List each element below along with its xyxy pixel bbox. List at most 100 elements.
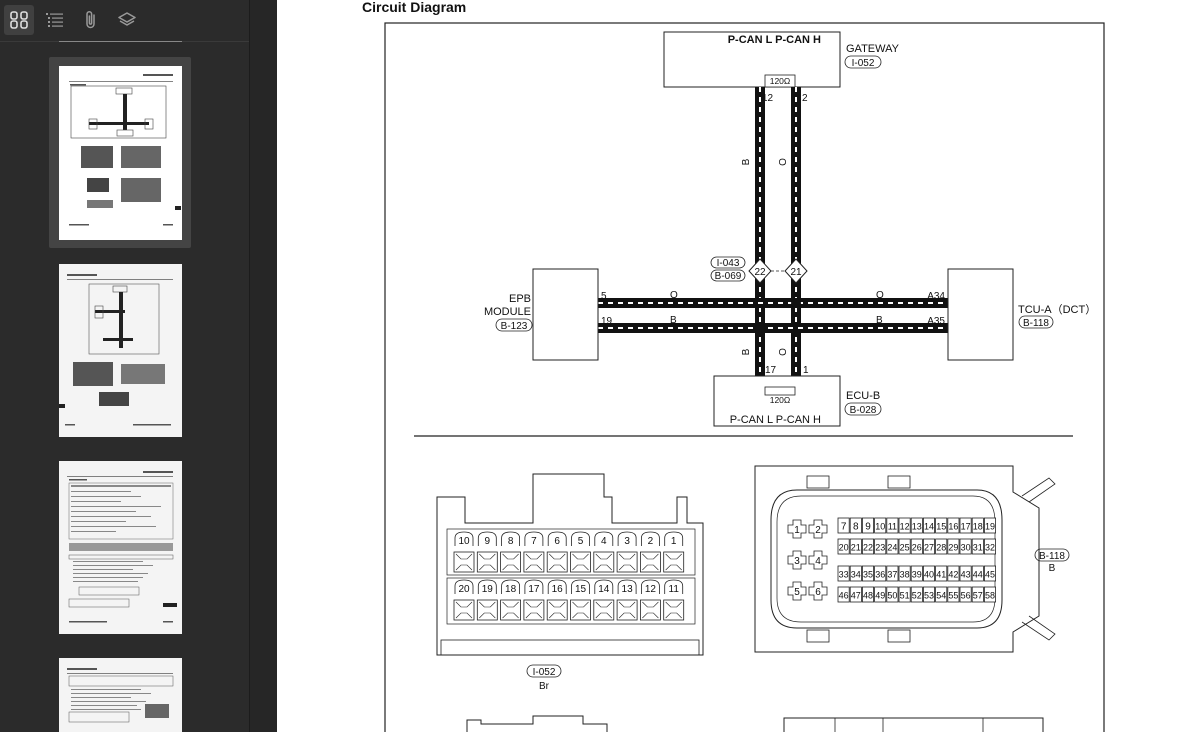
- i052-pin: 4: [593, 531, 615, 573]
- b118-power-pin: 1: [787, 519, 807, 539]
- b118-pin: 22: [862, 538, 875, 555]
- ecu-pin-left: 17: [765, 365, 777, 376]
- b118-pin: 50: [886, 586, 899, 603]
- wire-color-black-left: B: [670, 315, 677, 326]
- b118-pin-number: 41: [936, 570, 946, 580]
- layers-button[interactable]: [112, 5, 142, 35]
- b118-pin-number: 31: [973, 543, 983, 553]
- wire-color-black-top: B: [741, 158, 752, 165]
- i052-pin-number: 14: [598, 584, 610, 595]
- b118-pin: 35: [862, 565, 875, 582]
- i052-pin-number: 17: [528, 584, 540, 595]
- b118-pin-number: 55: [948, 591, 958, 601]
- b118-pin-number: 19: [985, 522, 995, 532]
- b118-pin: 44: [971, 565, 984, 582]
- page-thumbnail-4[interactable]: [59, 658, 182, 732]
- sidebar-splitter[interactable]: [249, 0, 278, 732]
- i052-pin-number: 20: [458, 584, 470, 595]
- thumbnails-icon: [10, 11, 28, 29]
- b118-pin-number: 39: [912, 570, 922, 580]
- b118-pin: 34: [849, 565, 862, 582]
- b118-pin: 52: [910, 586, 923, 603]
- b118-pin-number: 1: [794, 525, 800, 536]
- b118-pin-number: 2: [815, 525, 821, 536]
- b118-pin: 36: [874, 565, 887, 582]
- outline-button[interactable]: [40, 5, 70, 35]
- b118-power-pin: 3: [787, 550, 807, 570]
- page-thumbnail-2[interactable]: [59, 264, 182, 437]
- epb-connector: B-123: [501, 321, 528, 332]
- b118-pin: 29: [947, 538, 960, 555]
- b118-pin-number: 14: [924, 522, 934, 532]
- b118-pin-number: 53: [924, 591, 934, 601]
- b118-pin: 15: [935, 517, 948, 534]
- b118-pin-number: 27: [924, 543, 934, 553]
- i052-pin: 10: [453, 531, 475, 573]
- b118-pin-number: 12: [900, 522, 910, 532]
- i052-pin: 2: [639, 531, 661, 573]
- b118-pin-number: 49: [875, 591, 885, 601]
- page-thumbnail-3[interactable]: [59, 461, 182, 634]
- page-content: Circuit Diagram P-CAN L P-CAN H 120Ω GAT…: [362, 0, 1105, 732]
- b118-pin: 12: [898, 517, 911, 534]
- i052-pin: 15: [570, 579, 591, 621]
- i052-pin: 17: [523, 579, 545, 621]
- b118-pin-number: 47: [851, 591, 861, 601]
- outline-icon: [46, 13, 63, 27]
- b118-pin-number: 50: [887, 591, 897, 601]
- i052-pin-number: 11: [669, 584, 680, 595]
- document-viewer[interactable]: Circuit Diagram P-CAN L P-CAN H 120Ω GAT…: [277, 0, 1188, 732]
- i052-pin: 9: [476, 531, 498, 573]
- b118-pin: 51: [898, 586, 911, 603]
- b118-pin: 26: [910, 538, 923, 555]
- b118-pin-number: 56: [961, 591, 971, 601]
- b118-pin-number: 10: [875, 522, 885, 532]
- i052-pin: 16: [546, 579, 568, 621]
- b118-power-pin: 2: [808, 519, 828, 539]
- tcu-box: A34 A35 TCU-A（DCT） B-118: [927, 268, 1096, 361]
- i052-pin-number: 12: [645, 584, 657, 595]
- previous-thumbnail-edge: [59, 41, 182, 42]
- b118-pin: 13: [910, 517, 923, 534]
- b118-pin-number: 23: [875, 543, 885, 553]
- page-thumbnail-preview: [59, 658, 182, 732]
- b118-pin-number: 11: [888, 522, 897, 532]
- ecu-pin-right: 1: [803, 365, 809, 376]
- i052-pin: 13: [616, 579, 638, 621]
- b118-pin-number: 44: [973, 570, 983, 580]
- ecu-name: ECU-B: [846, 390, 880, 402]
- i052-connector-label: I-052: [533, 667, 556, 678]
- i052-pin-number: 13: [622, 584, 634, 595]
- b118-pin: 9: [862, 517, 875, 534]
- b118-pin: 16: [947, 517, 960, 534]
- b118-pin-number: 38: [900, 570, 910, 580]
- b118-pin: 57: [971, 586, 984, 603]
- epb-name-line1: EPB: [509, 293, 531, 305]
- attachments-button[interactable]: [76, 5, 106, 35]
- i052-pin-number: 7: [531, 536, 537, 547]
- b118-pin: 14: [923, 517, 936, 534]
- b118-pin: 11: [886, 517, 899, 534]
- b118-pin: 28: [935, 538, 948, 555]
- b118-pin-number: 58: [985, 591, 995, 601]
- ecu-connector: B-028: [850, 405, 877, 416]
- gateway-box: P-CAN L P-CAN H 120Ω GATEWAY I-052 12 2: [663, 31, 900, 104]
- tcu-name: TCU-A（DCT）: [1018, 303, 1096, 316]
- ecu-pins-label: P-CAN L P-CAN H: [730, 414, 821, 426]
- thumbnails-button[interactable]: [4, 5, 34, 35]
- tcu-connector: B-118: [1023, 318, 1049, 329]
- b118-pin: 40: [923, 565, 936, 582]
- i052-pin: 1: [663, 531, 685, 573]
- i052-pin-number: 3: [624, 536, 630, 547]
- b118-pin-number: 7: [841, 522, 847, 533]
- gateway-pin-left: 12: [762, 93, 774, 104]
- page-thumbnail-1[interactable]: [59, 66, 182, 240]
- b118-pin-number: 21: [851, 543, 861, 553]
- i052-pin: 12: [639, 579, 661, 621]
- b118-pin: 38: [898, 565, 911, 582]
- i052-pin-number: 4: [601, 536, 607, 547]
- i052-pin: 7: [523, 531, 545, 573]
- b118-pin: 39: [910, 565, 923, 582]
